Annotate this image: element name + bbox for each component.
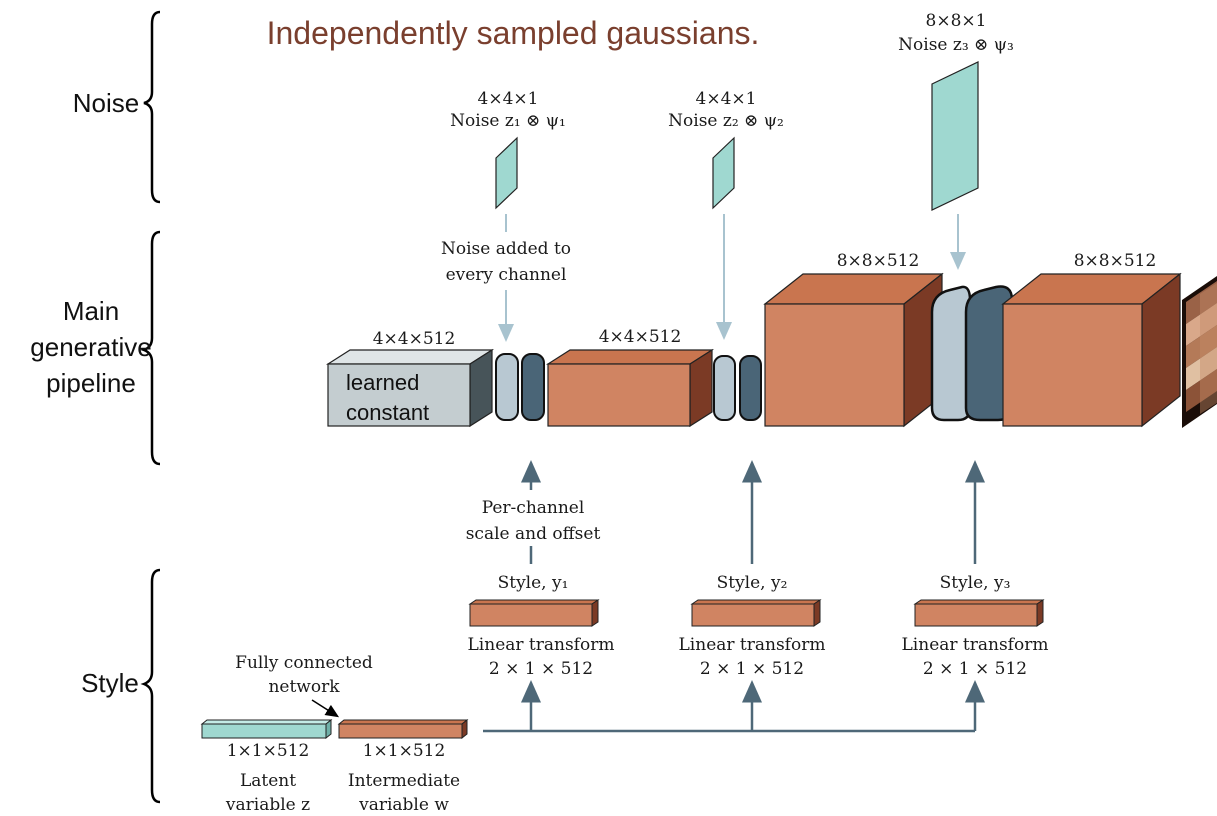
style-note-bg bbox=[455, 490, 611, 546]
style2-transform-label: Linear transform bbox=[679, 635, 826, 655]
noise2-dims: 4×4×1 bbox=[696, 89, 757, 109]
fc-network-label-1: Fully connected bbox=[235, 653, 373, 673]
fc-network-pointer bbox=[311, 699, 340, 718]
intermediate-label-1: Intermediate bbox=[348, 771, 460, 791]
style3-transform-dims: 2 × 1 × 512 bbox=[923, 659, 1027, 679]
noise1-slab bbox=[495, 136, 518, 210]
style-brace bbox=[140, 568, 161, 804]
pipeline-dims-3: 8×8×512 bbox=[837, 251, 920, 271]
intermediate-label-2: variable w bbox=[358, 795, 449, 815]
pipeline-dims-1: 4×4×512 bbox=[373, 329, 456, 349]
output-image-thumbnail bbox=[1182, 276, 1217, 428]
noise3-label: Noise z₃ ⊗ ψ₃ bbox=[898, 35, 1014, 55]
style3-transform-label: Linear transform bbox=[902, 635, 1049, 655]
conv-block-3 bbox=[1001, 272, 1182, 428]
noise-note-line1: Noise added to bbox=[441, 239, 571, 259]
conv-block-1 bbox=[545, 348, 715, 428]
section-label-main-2: generative bbox=[30, 332, 151, 362]
style2-transform-dims: 2 × 1 × 512 bbox=[700, 659, 804, 679]
intermediate-dims: 1×1×512 bbox=[363, 741, 446, 761]
style3-label: Style, y₃ bbox=[940, 573, 1011, 593]
latent-label-2: variable z bbox=[225, 795, 310, 815]
noise-brace bbox=[143, 10, 161, 204]
section-label-noise: Noise bbox=[73, 88, 139, 118]
learned-constant-label-1: learned bbox=[346, 370, 419, 395]
noise2-label: Noise z₂ ⊗ ψ₂ bbox=[668, 111, 784, 131]
style1-transform-label: Linear transform bbox=[468, 635, 615, 655]
latent-dims: 1×1×512 bbox=[227, 741, 310, 761]
main-brace bbox=[140, 230, 161, 466]
style-note-line2: scale and offset bbox=[466, 524, 601, 544]
style3-transform-bar bbox=[913, 599, 1045, 627]
latent-label-1: Latent bbox=[240, 771, 296, 791]
style2-label: Style, y₂ bbox=[717, 573, 788, 593]
noise1-label: Noise z₁ ⊗ ψ₁ bbox=[450, 111, 566, 131]
noise1-dims: 4×4×1 bbox=[478, 89, 539, 109]
style1-label: Style, y₁ bbox=[498, 573, 569, 593]
section-label-main-1: Main bbox=[63, 296, 119, 326]
diagram-title: Independently sampled gaussians. bbox=[267, 15, 760, 51]
noise3-dims: 8×8×1 bbox=[926, 11, 987, 31]
latent-z-bar bbox=[200, 718, 333, 740]
conv-block-2 bbox=[763, 272, 944, 428]
noise-add-slab-1 bbox=[495, 353, 519, 421]
intermediate-w-bar bbox=[337, 718, 469, 740]
learned-constant-label-2: constant bbox=[346, 400, 429, 425]
section-label-style: Style bbox=[81, 668, 139, 698]
adain-slab-2 bbox=[739, 355, 762, 421]
fc-network-label-2: network bbox=[268, 677, 340, 697]
noise-note-line2: every channel bbox=[446, 265, 567, 285]
style1-transform-bar bbox=[468, 599, 600, 627]
style-note-line1: Per-channel bbox=[482, 498, 585, 518]
section-label-main-3: pipeline bbox=[46, 368, 136, 398]
pipeline-dims-4: 8×8×512 bbox=[1074, 251, 1157, 271]
style1-transform-dims: 2 × 1 × 512 bbox=[489, 659, 593, 679]
style2-transform-bar bbox=[690, 599, 822, 627]
learned-constant-block bbox=[325, 348, 495, 428]
noise3-slab bbox=[931, 61, 979, 211]
noise-add-slab-2 bbox=[713, 355, 736, 421]
noise-add-slab-3 bbox=[930, 285, 972, 422]
pipeline-dims-2: 4×4×512 bbox=[599, 327, 682, 347]
adain-slab-1 bbox=[521, 353, 545, 421]
noise2-slab bbox=[712, 136, 735, 210]
